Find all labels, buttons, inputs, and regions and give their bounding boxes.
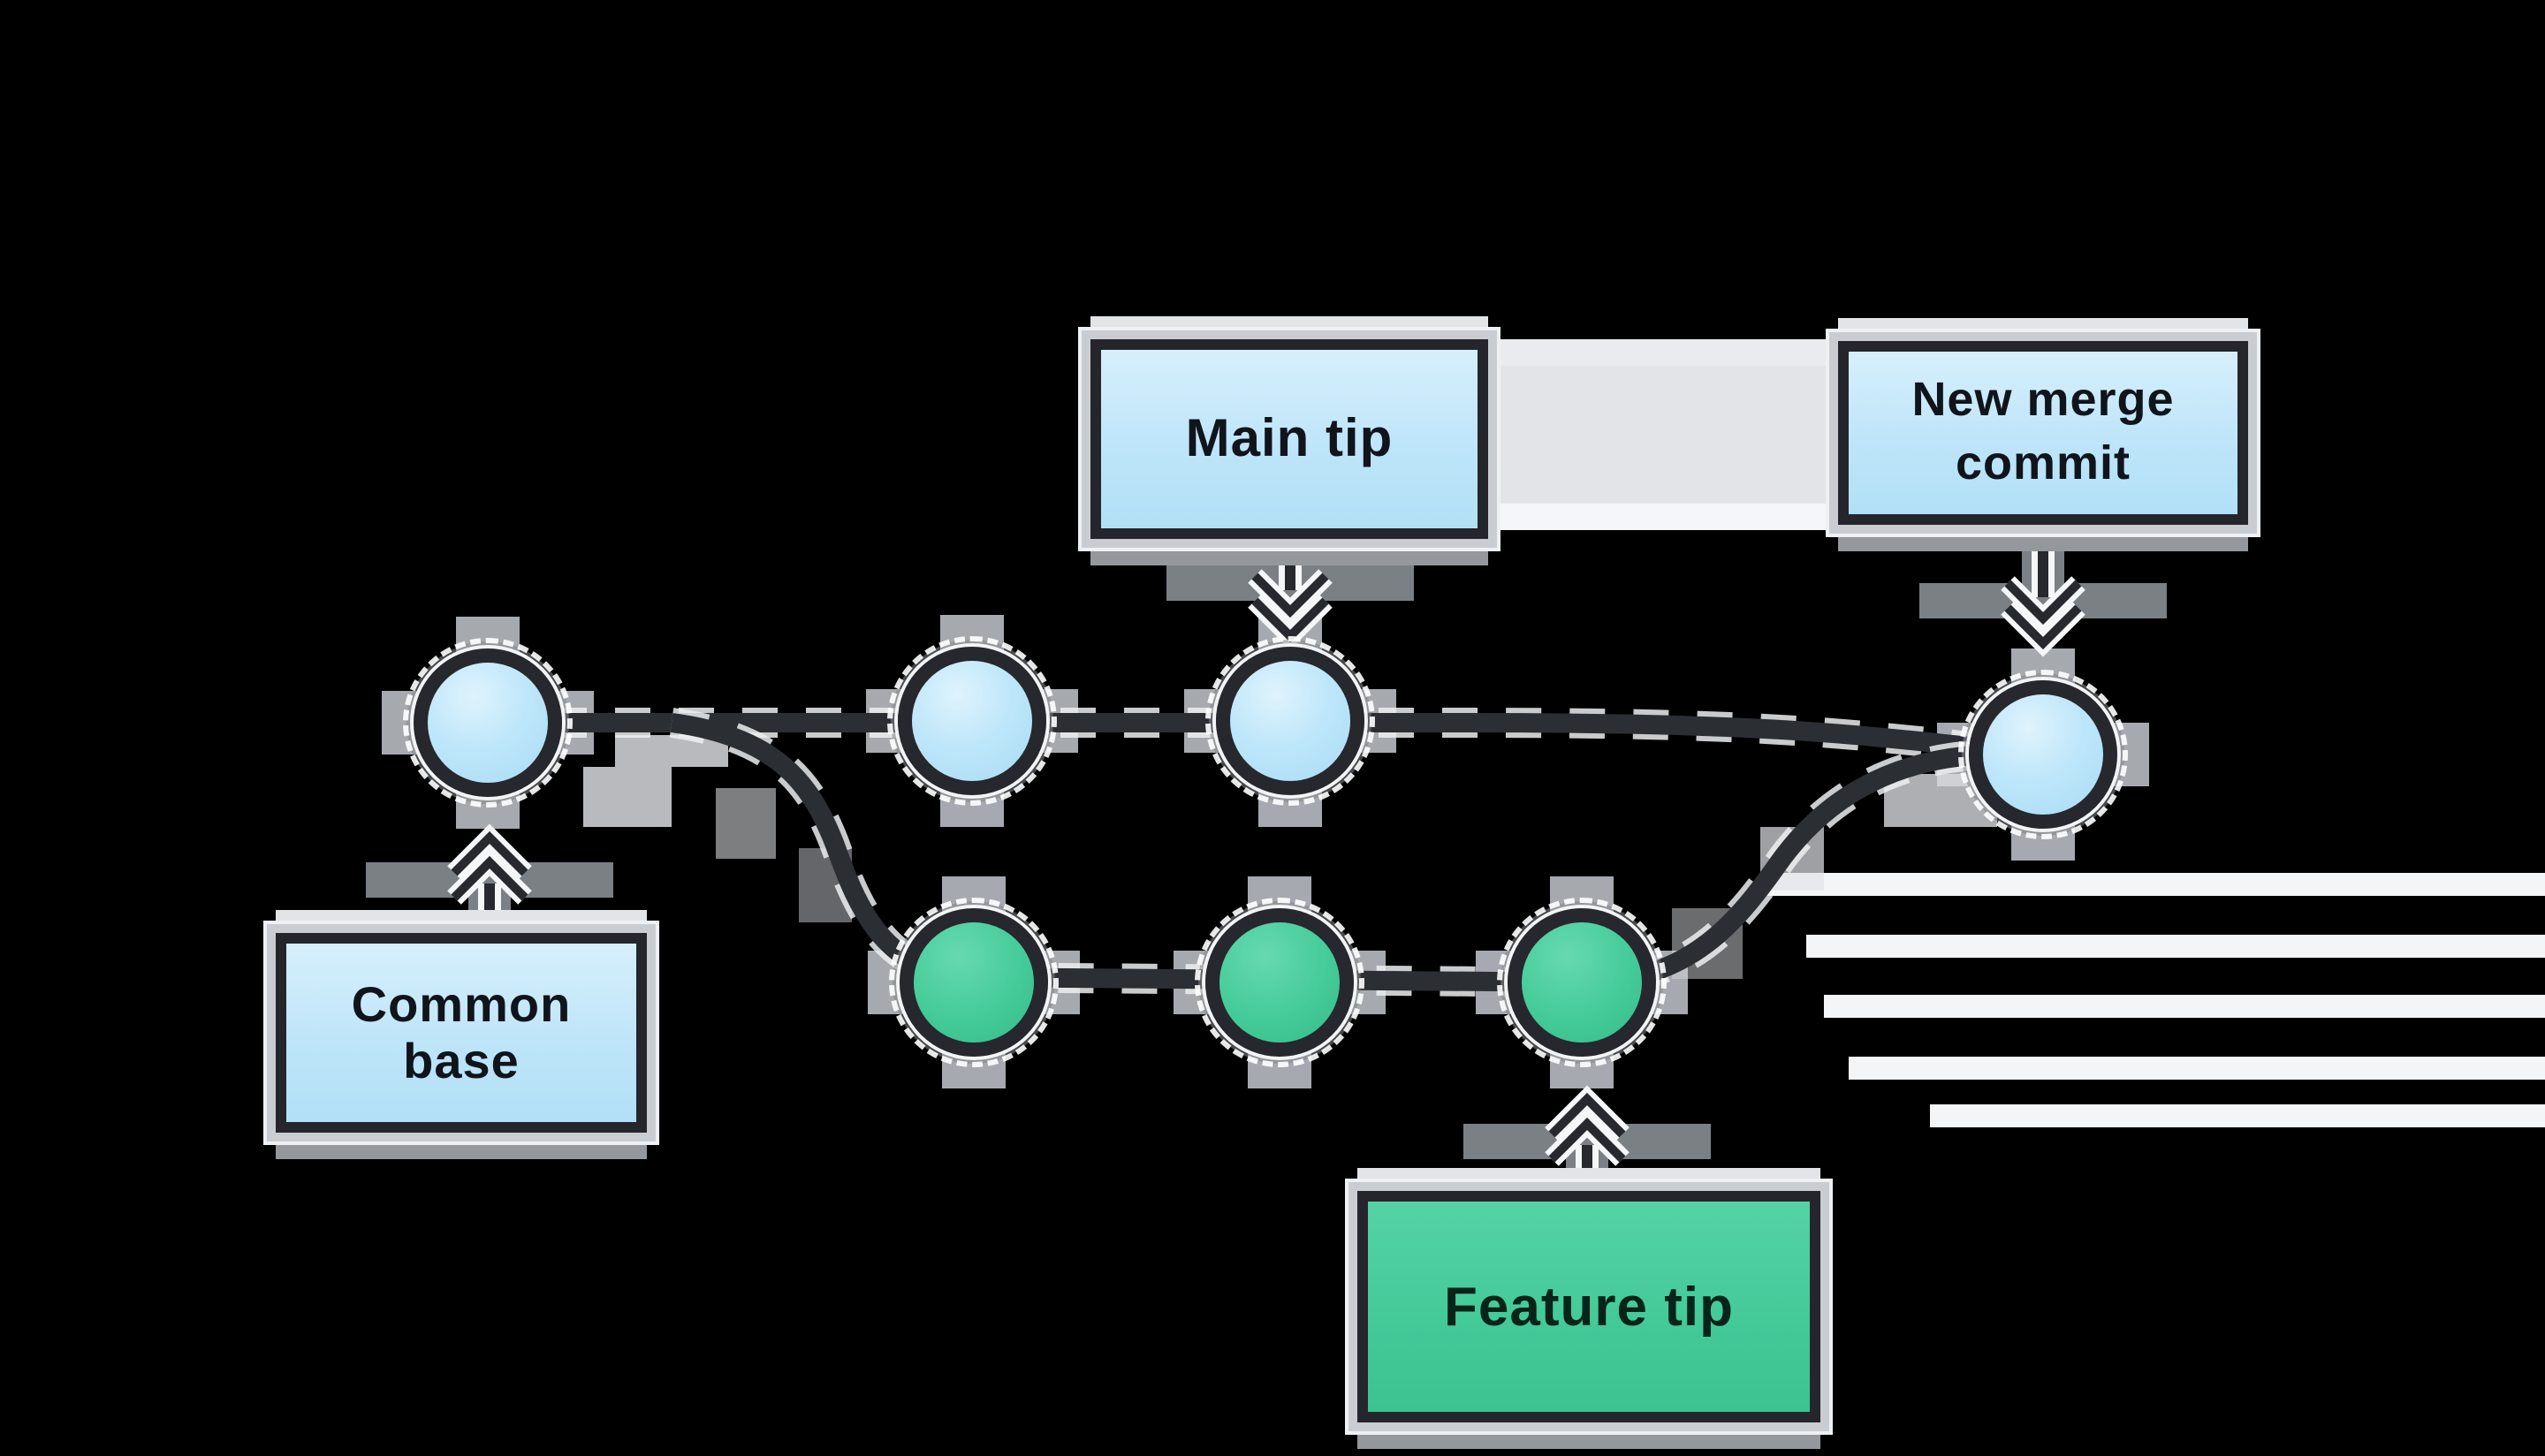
stripe-artifact [1806,935,2545,958]
commit-node-feature-2 [1195,898,1364,1067]
curve-glow-artifacts [583,735,1997,979]
new-merge-commit-label-box: New merge commit [1838,341,2248,525]
ghost-box-artifact [1499,339,1835,530]
new-merge-commit-label: New merge commit [1911,373,2175,489]
commit-node-main-1 [403,638,573,808]
commit-node-feature-tip [1497,898,1667,1067]
common-base-label: Common base [351,976,572,1088]
common-base-arrow-icon [447,823,532,937]
main-tip-label: Main tip [1185,409,1394,467]
new-merge-arrow-icon [2001,530,2085,657]
stripe-artifact [1824,995,2545,1018]
commit-node-feature-1 [889,898,1059,1067]
feature-tip-label: Feature tip [1444,1275,1734,1337]
main-tip-arrow-icon [1248,534,1333,650]
commit-node-main-2 [887,636,1057,806]
feature-tip-label-box: Feature tip [1357,1191,1820,1422]
stripe-artifact [1764,873,2545,896]
common-base-label-box: Common base [276,933,647,1133]
stripe-artifact [1930,1104,2545,1127]
merge-commit-node [1958,670,2128,839]
stripe-artifact [1849,1057,2545,1080]
commit-node-main-tip [1205,636,1375,806]
main-tip-label-box: Main tip [1090,339,1488,539]
feature-tip-arrow-icon [1545,1085,1630,1194]
